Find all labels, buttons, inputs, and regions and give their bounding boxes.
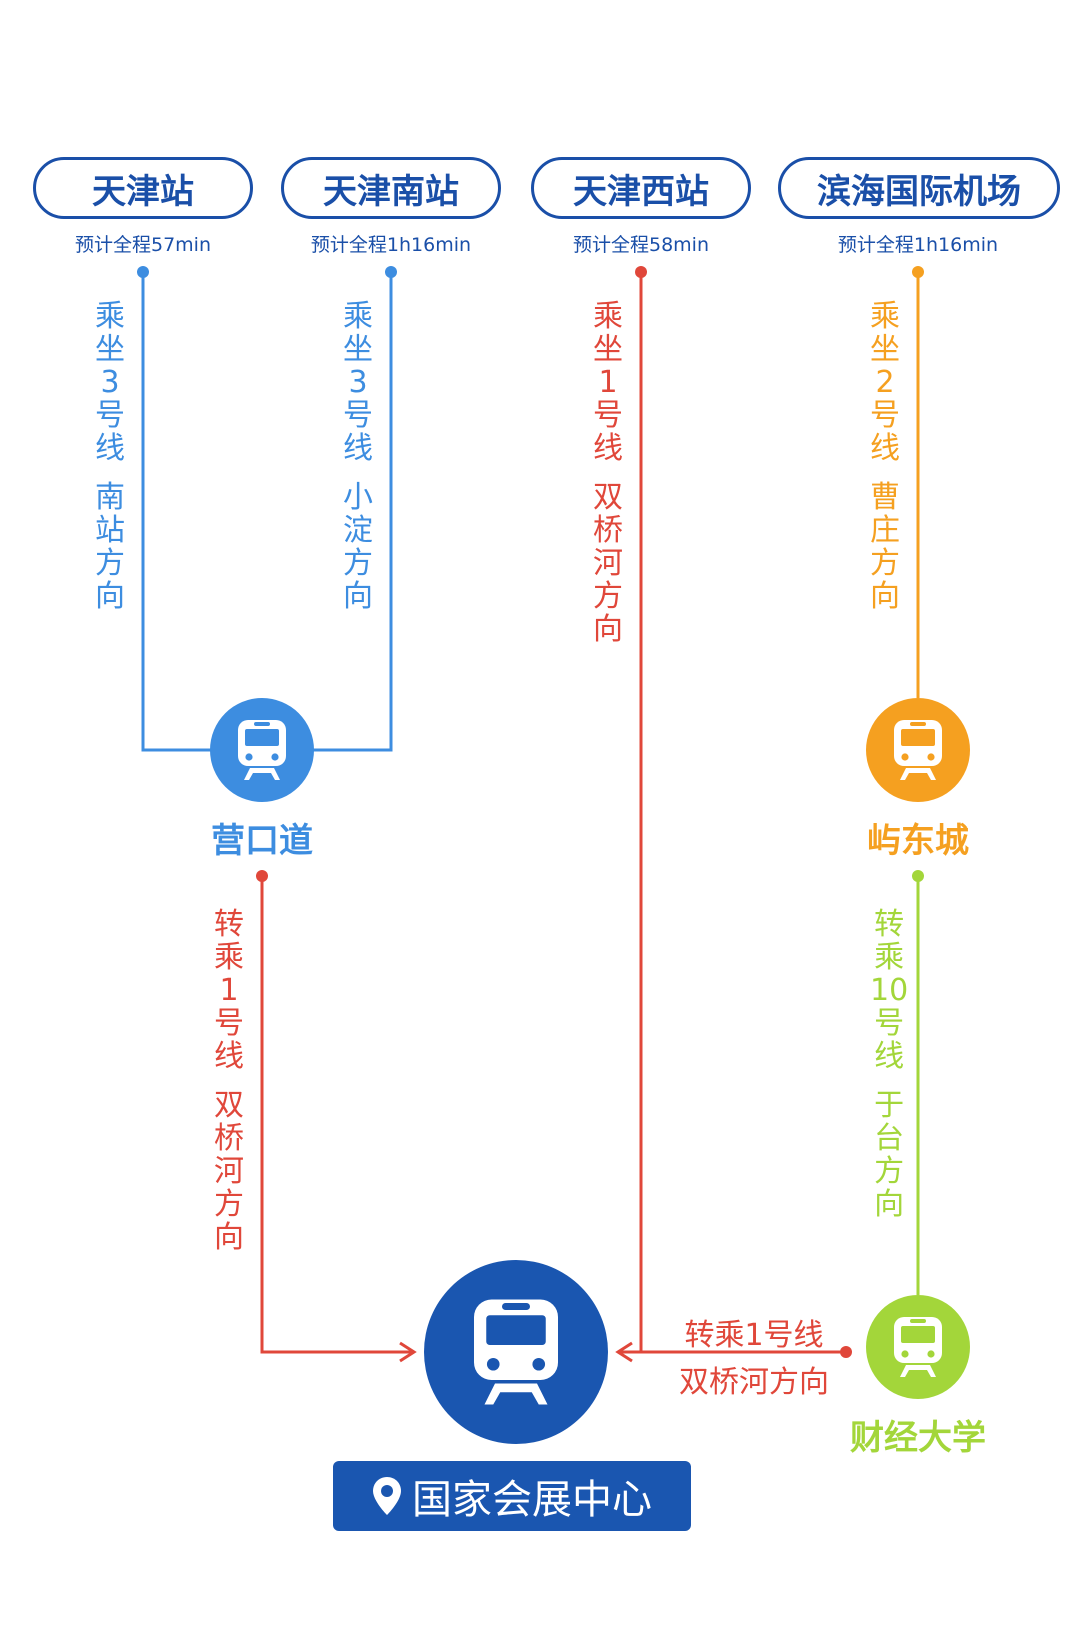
route-label-char: 方 <box>870 546 900 581</box>
station-destination <box>424 1260 608 1444</box>
route-label-char: 3 <box>100 365 120 400</box>
route-label-char: 线 <box>343 431 373 466</box>
origin-tianjin-west[interactable]: 天津西站 <box>531 157 751 219</box>
route-label-char: 方 <box>343 546 373 581</box>
destination-name: 国家会展中心 <box>412 1477 652 1523</box>
route-label-char: 向 <box>593 612 623 647</box>
route-label-char: 乘 <box>874 940 905 975</box>
route-label-char: 乘 <box>95 299 125 334</box>
route-label-char: 庄 <box>870 513 900 548</box>
route-label-char: 淀 <box>343 513 373 548</box>
route-label-char: 1 <box>219 973 239 1008</box>
route-label-char: 坐 <box>343 332 373 367</box>
route-label-char: 小 <box>343 480 373 515</box>
route-label-char: 号 <box>95 398 125 433</box>
line-3-from-tianjin-south <box>313 272 393 752</box>
route-label-char: 转 <box>874 907 905 942</box>
origin-duration: 预计全程58min <box>572 234 709 256</box>
route-label-char: 号 <box>593 398 623 433</box>
route-start-dot <box>912 266 924 278</box>
route-label-char: 2 <box>875 365 895 400</box>
origin-tianjin-south[interactable]: 天津南站 <box>281 157 501 219</box>
route-label-char: 线 <box>95 431 125 466</box>
route-label-char: 桥 <box>593 513 623 548</box>
route-label-char: 线 <box>593 431 623 466</box>
origin-duration: 预计全程57min <box>74 234 211 256</box>
route-label-char: 向 <box>95 579 125 614</box>
route-label-char: 河 <box>593 546 623 581</box>
route-start-dot <box>840 1346 852 1358</box>
route-label-char: 3 <box>348 365 368 400</box>
route-label-char: 双 <box>214 1088 244 1123</box>
line-1-transfer-yingkoudao <box>260 876 414 1354</box>
origin-name: 天津站 <box>92 171 194 212</box>
station-label: 财经大学 <box>850 1418 986 1458</box>
route-label-char: 曹 <box>870 480 900 515</box>
arrow-head <box>615 1341 633 1363</box>
station-yingkoudao <box>210 698 314 802</box>
route-label-char: 向 <box>343 579 373 614</box>
route-label-char: 线 <box>214 1039 244 1074</box>
route-label-char: 方 <box>874 1154 905 1189</box>
route-label-char: 乘 <box>870 299 900 334</box>
line-3-from-tianjin <box>141 272 211 752</box>
route-label-char: 号 <box>870 398 900 433</box>
route-label-char: 转 <box>214 907 244 942</box>
route-label-char: 1 <box>598 365 618 400</box>
station-label: 营口道 <box>211 821 313 861</box>
transfer-line-label: 转乘1号线 <box>684 1318 824 1353</box>
route-label-char: 双 <box>593 480 623 515</box>
route-label-char: 方 <box>593 579 623 614</box>
route-start-dot <box>912 870 924 882</box>
route-label-char: 向 <box>874 1187 905 1222</box>
route-label-char: 坐 <box>870 332 900 367</box>
route-start-dot <box>635 266 647 278</box>
route-start-dot <box>385 266 397 278</box>
route-label-char: 方 <box>95 546 125 581</box>
route-label-char: 号 <box>214 1006 244 1041</box>
route-label-char: 线 <box>870 431 900 466</box>
location-pin-icon <box>372 1476 402 1516</box>
route-label-char: 桥 <box>214 1121 244 1156</box>
route-label-char: 河 <box>214 1154 244 1189</box>
origin-duration: 预计全程1h16min <box>310 234 472 256</box>
route-label-char: 10 <box>870 973 909 1008</box>
route-label-char: 坐 <box>95 332 125 367</box>
route-label-char: 于 <box>874 1088 905 1123</box>
route-label-char: 线 <box>874 1039 905 1074</box>
route-label-char: 号 <box>343 398 373 433</box>
origin-name: 天津西站 <box>573 171 709 212</box>
arrow-head <box>399 1341 417 1363</box>
route-label-char: 台 <box>874 1121 905 1156</box>
route-label-char: 乘 <box>343 299 373 334</box>
route-label-char: 向 <box>214 1220 244 1255</box>
station-yudongcheng <box>866 698 970 802</box>
route-label-char: 站 <box>95 513 125 548</box>
station-caijingdaxue <box>866 1295 970 1399</box>
origin-name: 滨海国际机场 <box>817 171 1021 212</box>
route-label-char: 乘 <box>593 299 623 334</box>
route-start-dot <box>137 266 149 278</box>
origin-duration: 预计全程1h16min <box>837 234 999 256</box>
destination-banner[interactable]: 国家会展中心 <box>333 1461 691 1531</box>
origin-tianjin[interactable]: 天津站 <box>33 157 253 219</box>
route-label-char: 号 <box>874 1006 905 1041</box>
origin-binhai-airport[interactable]: 滨海国际机场 <box>778 157 1060 219</box>
station-label: 屿东城 <box>867 821 969 861</box>
origin-name: 天津南站 <box>323 171 459 212</box>
route-label-char: 向 <box>870 579 900 614</box>
route-label-char: 乘 <box>214 940 244 975</box>
route-start-dot <box>256 870 268 882</box>
route-label-char: 坐 <box>593 332 623 367</box>
transfer-direction-label: 双桥河方向 <box>679 1365 829 1400</box>
route-label-char: 方 <box>214 1187 244 1222</box>
route-label-char: 南 <box>95 480 125 515</box>
